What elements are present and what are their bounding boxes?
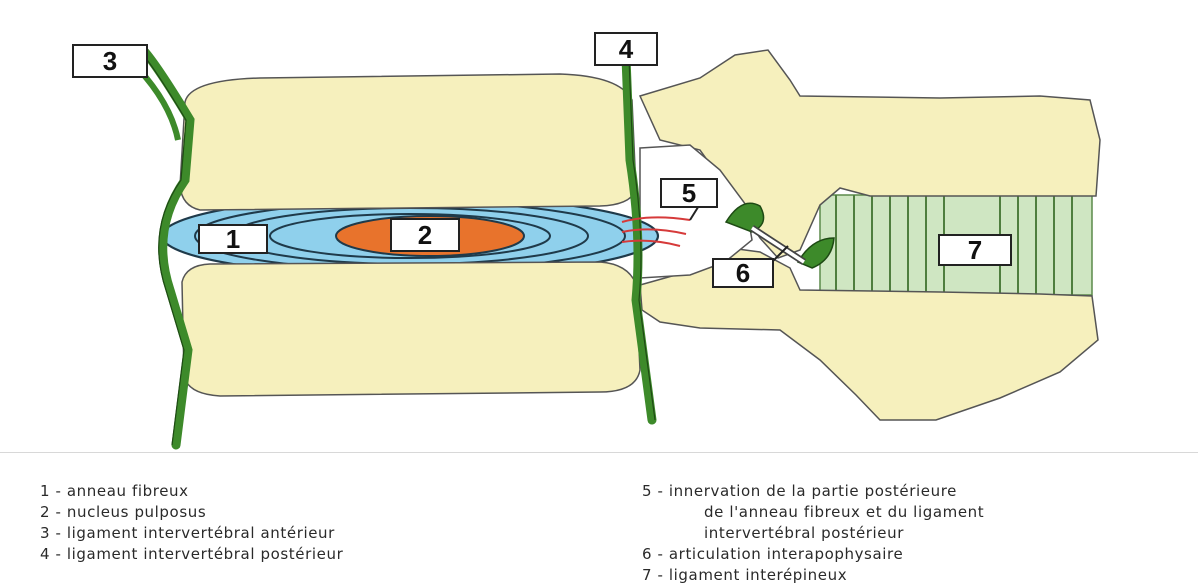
legend: 1 - anneau fibreux 2 - nucleus pulposus … bbox=[0, 452, 1198, 573]
legend-item-3: 3 - ligament intervertébral antérieur bbox=[40, 523, 343, 544]
label-5-box: 5 bbox=[660, 178, 718, 208]
legend-item-2: 2 - nucleus pulposus bbox=[40, 502, 343, 523]
spine-anatomy-illustration bbox=[0, 0, 1198, 452]
legend-right-column: 5 - innervation de la partie postérieure… bbox=[642, 481, 984, 586]
legend-item-5-line2: de l'anneau fibreux et du ligament bbox=[642, 502, 984, 523]
label-7-box: 7 bbox=[938, 234, 1012, 266]
label-6: 6 bbox=[736, 258, 750, 289]
label-2-box: 2 bbox=[390, 218, 460, 252]
upper-vertebral-body bbox=[180, 74, 636, 210]
legend-item-1: 1 - anneau fibreux bbox=[40, 481, 343, 502]
label-1-box: 1 bbox=[198, 224, 268, 254]
label-3-box: 3 bbox=[72, 44, 148, 78]
legend-item-6: 6 - articulation interapophysaire bbox=[642, 544, 984, 565]
label-4: 4 bbox=[619, 34, 633, 65]
label-4-box: 4 bbox=[594, 32, 658, 66]
legend-item-7: 7 - ligament interépineux bbox=[642, 565, 984, 586]
label-3: 3 bbox=[103, 46, 117, 77]
lower-vertebral-body bbox=[182, 262, 640, 396]
label-7: 7 bbox=[968, 235, 982, 266]
legend-item-5-line3: intervertébral postérieur bbox=[642, 523, 984, 544]
label-6-box: 6 bbox=[712, 258, 774, 288]
label-2: 2 bbox=[418, 220, 432, 251]
legend-item-4: 4 - ligament intervertébral postérieur bbox=[40, 544, 343, 565]
spine-diagram-figure: 3 4 1 2 5 6 7 1 - anneau fibreux 2 - nuc… bbox=[0, 0, 1198, 572]
legend-item-5-line1: 5 - innervation de la partie postérieure bbox=[642, 481, 984, 502]
label-1: 1 bbox=[226, 224, 240, 255]
label-5: 5 bbox=[682, 178, 696, 209]
legend-left-column: 1 - anneau fibreux 2 - nucleus pulposus … bbox=[40, 481, 343, 565]
